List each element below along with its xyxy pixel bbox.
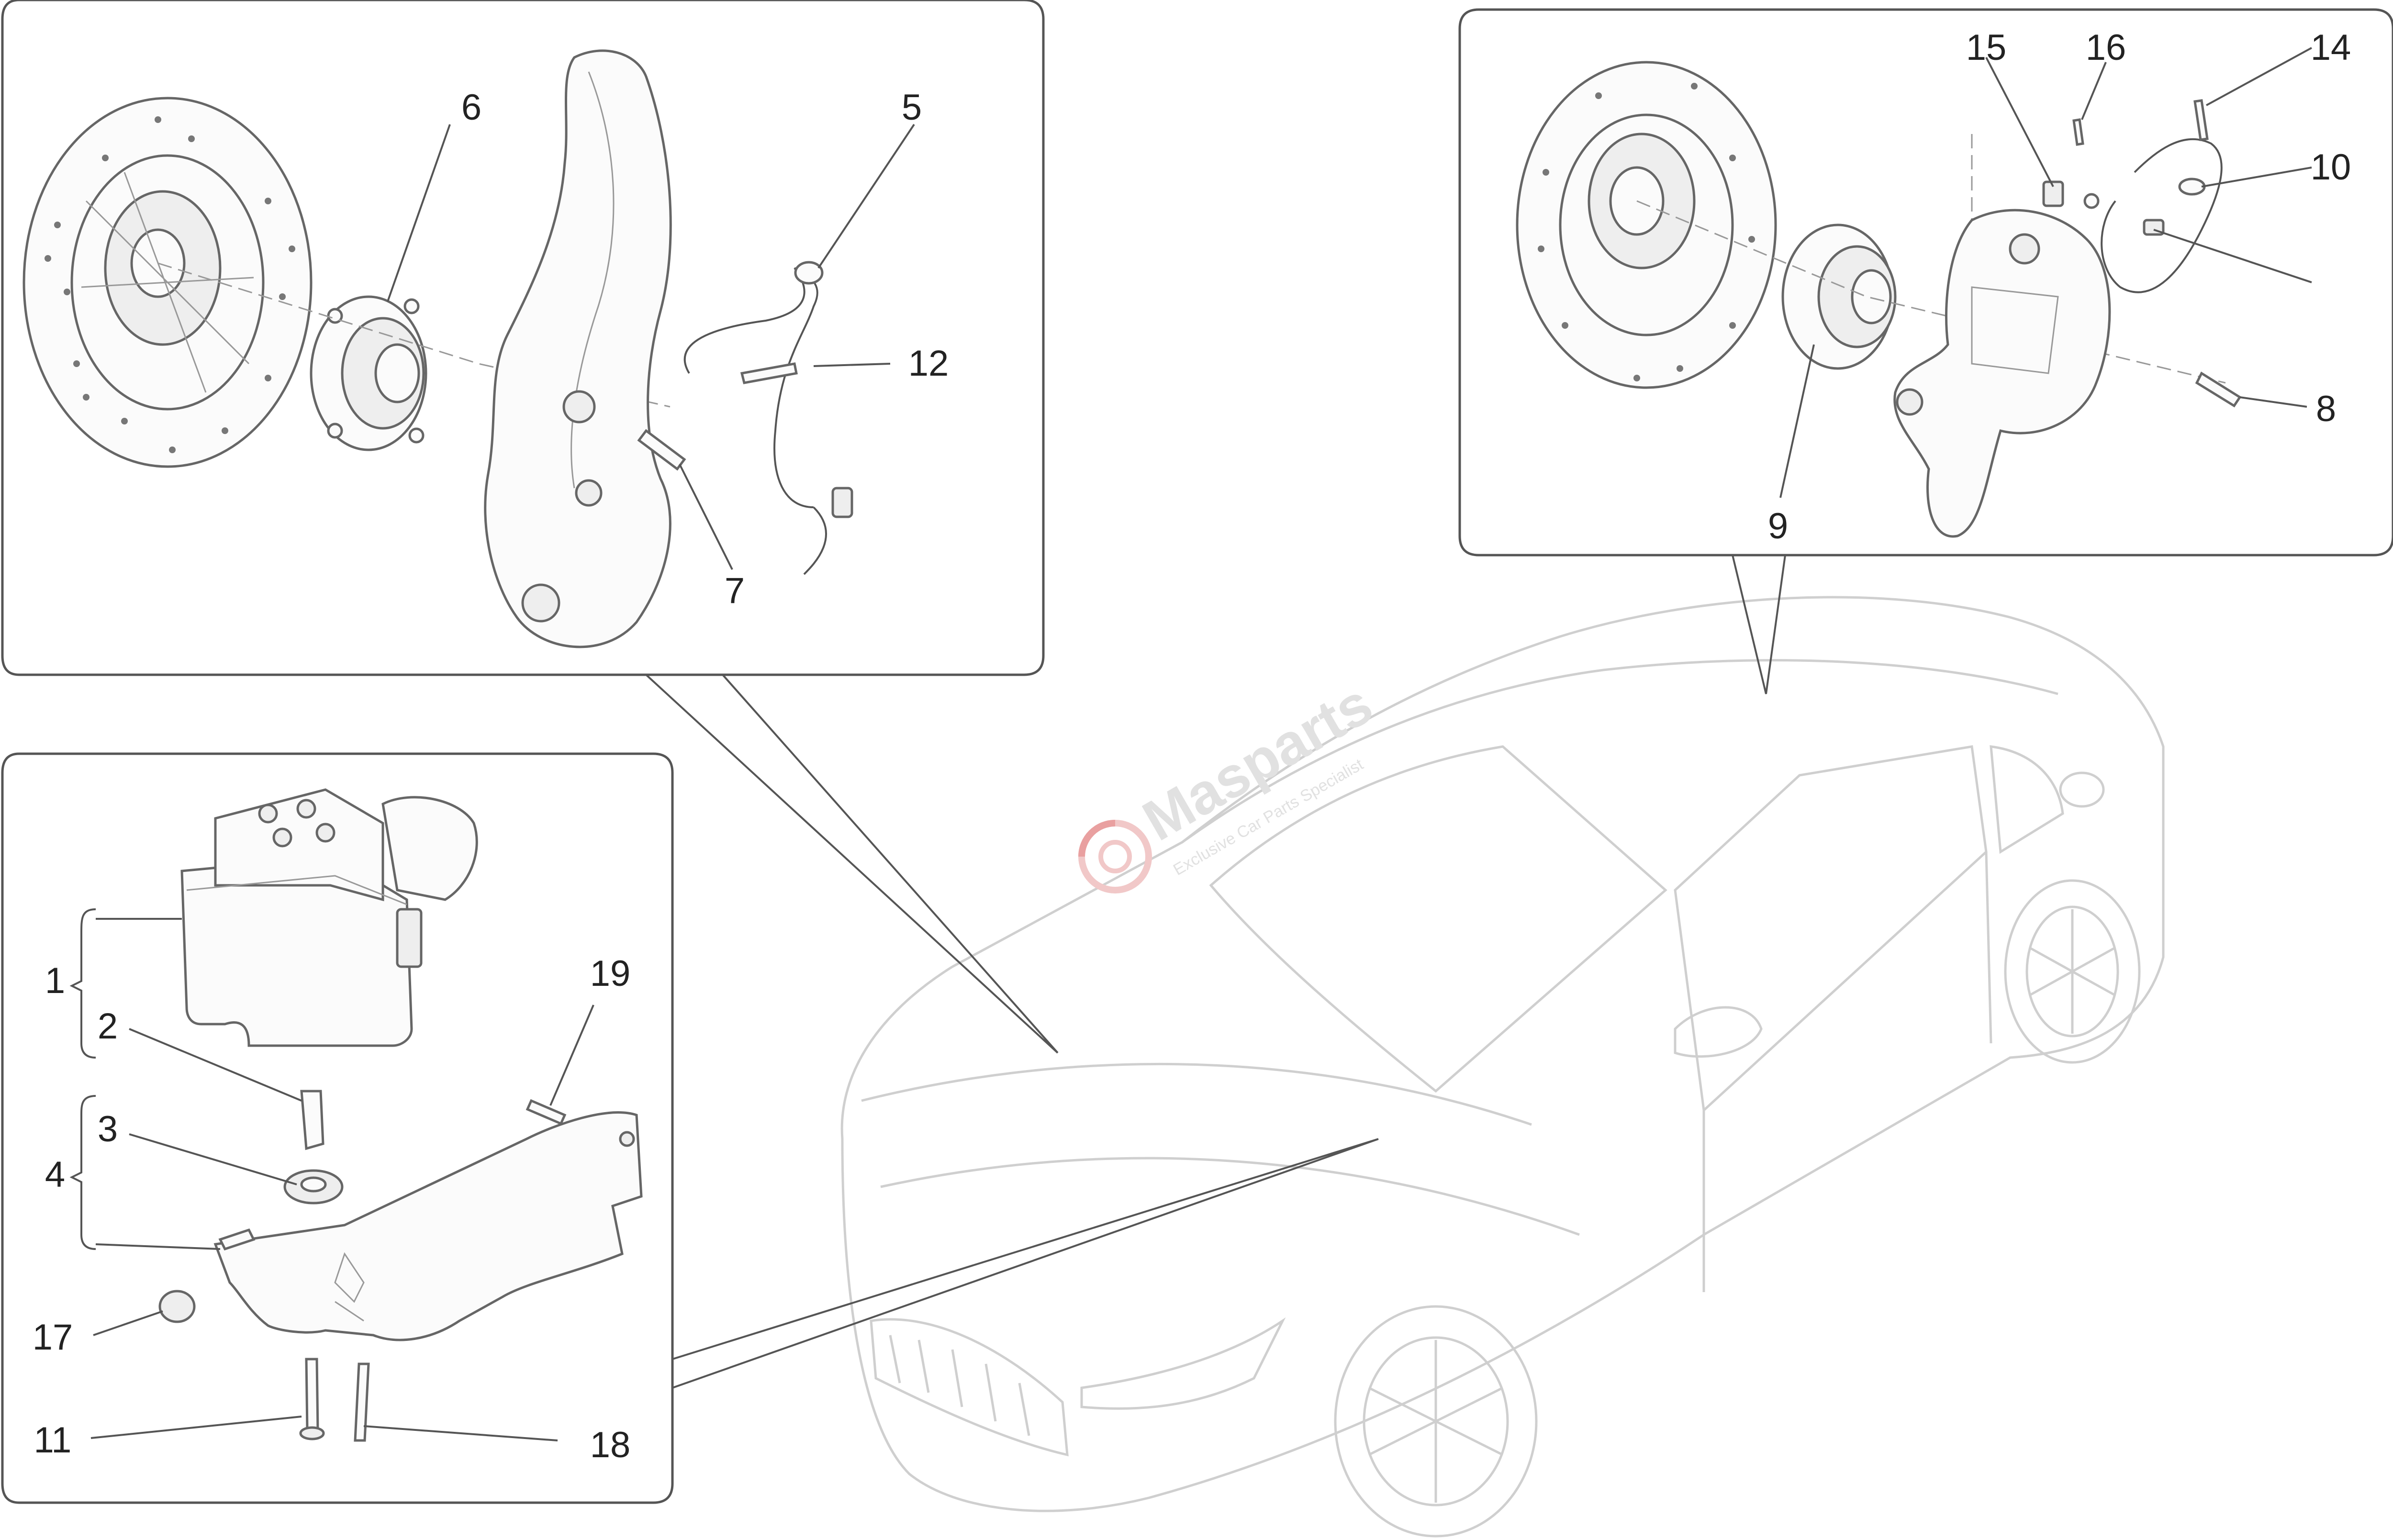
- rear-hub-carrier: [1893, 209, 2111, 538]
- abs-bolt-11: [305, 1358, 319, 1432]
- callout-pointers: [645, 555, 1786, 1389]
- watermark: Masparts Exclusive Car Parts Specialist: [1078, 671, 1383, 893]
- callout-9: 9: [1768, 506, 1788, 547]
- abs-nut-17: [158, 1290, 196, 1323]
- abs-modulator: [180, 788, 478, 1047]
- car-outline: [840, 596, 2165, 1538]
- rear-hub-panel: 15 16 14 10 8 9: [1458, 8, 2393, 557]
- rear-bolt-15: [2072, 118, 2084, 146]
- callout-17: 17: [33, 1317, 73, 1358]
- abs-bracket: [213, 1111, 643, 1341]
- callout-14: 15: [1966, 27, 2007, 68]
- front-hub-panel: 6 5 12 7: [1, 0, 1045, 676]
- callout-11: 11: [34, 1420, 72, 1461]
- callout-15: 16: [2086, 27, 2126, 68]
- callout-10: 10: [2311, 147, 2351, 188]
- callout-12: 12: [908, 343, 949, 384]
- callout-7: 7: [725, 570, 745, 611]
- abs-pin-2: [300, 1090, 324, 1150]
- abs-unit-panel: 1 2 3 4 19 17 11 18: [1, 752, 674, 1504]
- front-hub-bearing: [310, 295, 427, 451]
- rear-bolt-13: [2193, 99, 2209, 141]
- abs-bolt-19: [526, 1099, 567, 1126]
- rear-brake-disc: [1516, 61, 1777, 389]
- callout-4: 4: [45, 1154, 65, 1195]
- callout-3: 3: [98, 1109, 118, 1149]
- callout-18: 18: [590, 1425, 631, 1465]
- abs-stud-18: [354, 1362, 370, 1442]
- front-brake-disc: [22, 97, 313, 468]
- callout-19: 19: [590, 953, 631, 994]
- callout-8: 8: [2316, 389, 2336, 429]
- front-bolt-7: [637, 429, 686, 471]
- callout-13: 14: [2311, 27, 2351, 68]
- callout-1: 1: [45, 960, 65, 1001]
- front-abs-sensor-wire: [683, 261, 853, 575]
- rear-bolt-8: [2195, 371, 2242, 408]
- callout-2: 2: [98, 1006, 118, 1047]
- front-bolt-12: [740, 362, 798, 384]
- front-steering-knuckle: [484, 49, 672, 648]
- rear-hub-bearing: [1781, 223, 1897, 370]
- watermark-logo-icon: [1078, 820, 1152, 893]
- callout-6: 6: [461, 87, 481, 128]
- callout-5: 5: [902, 87, 922, 128]
